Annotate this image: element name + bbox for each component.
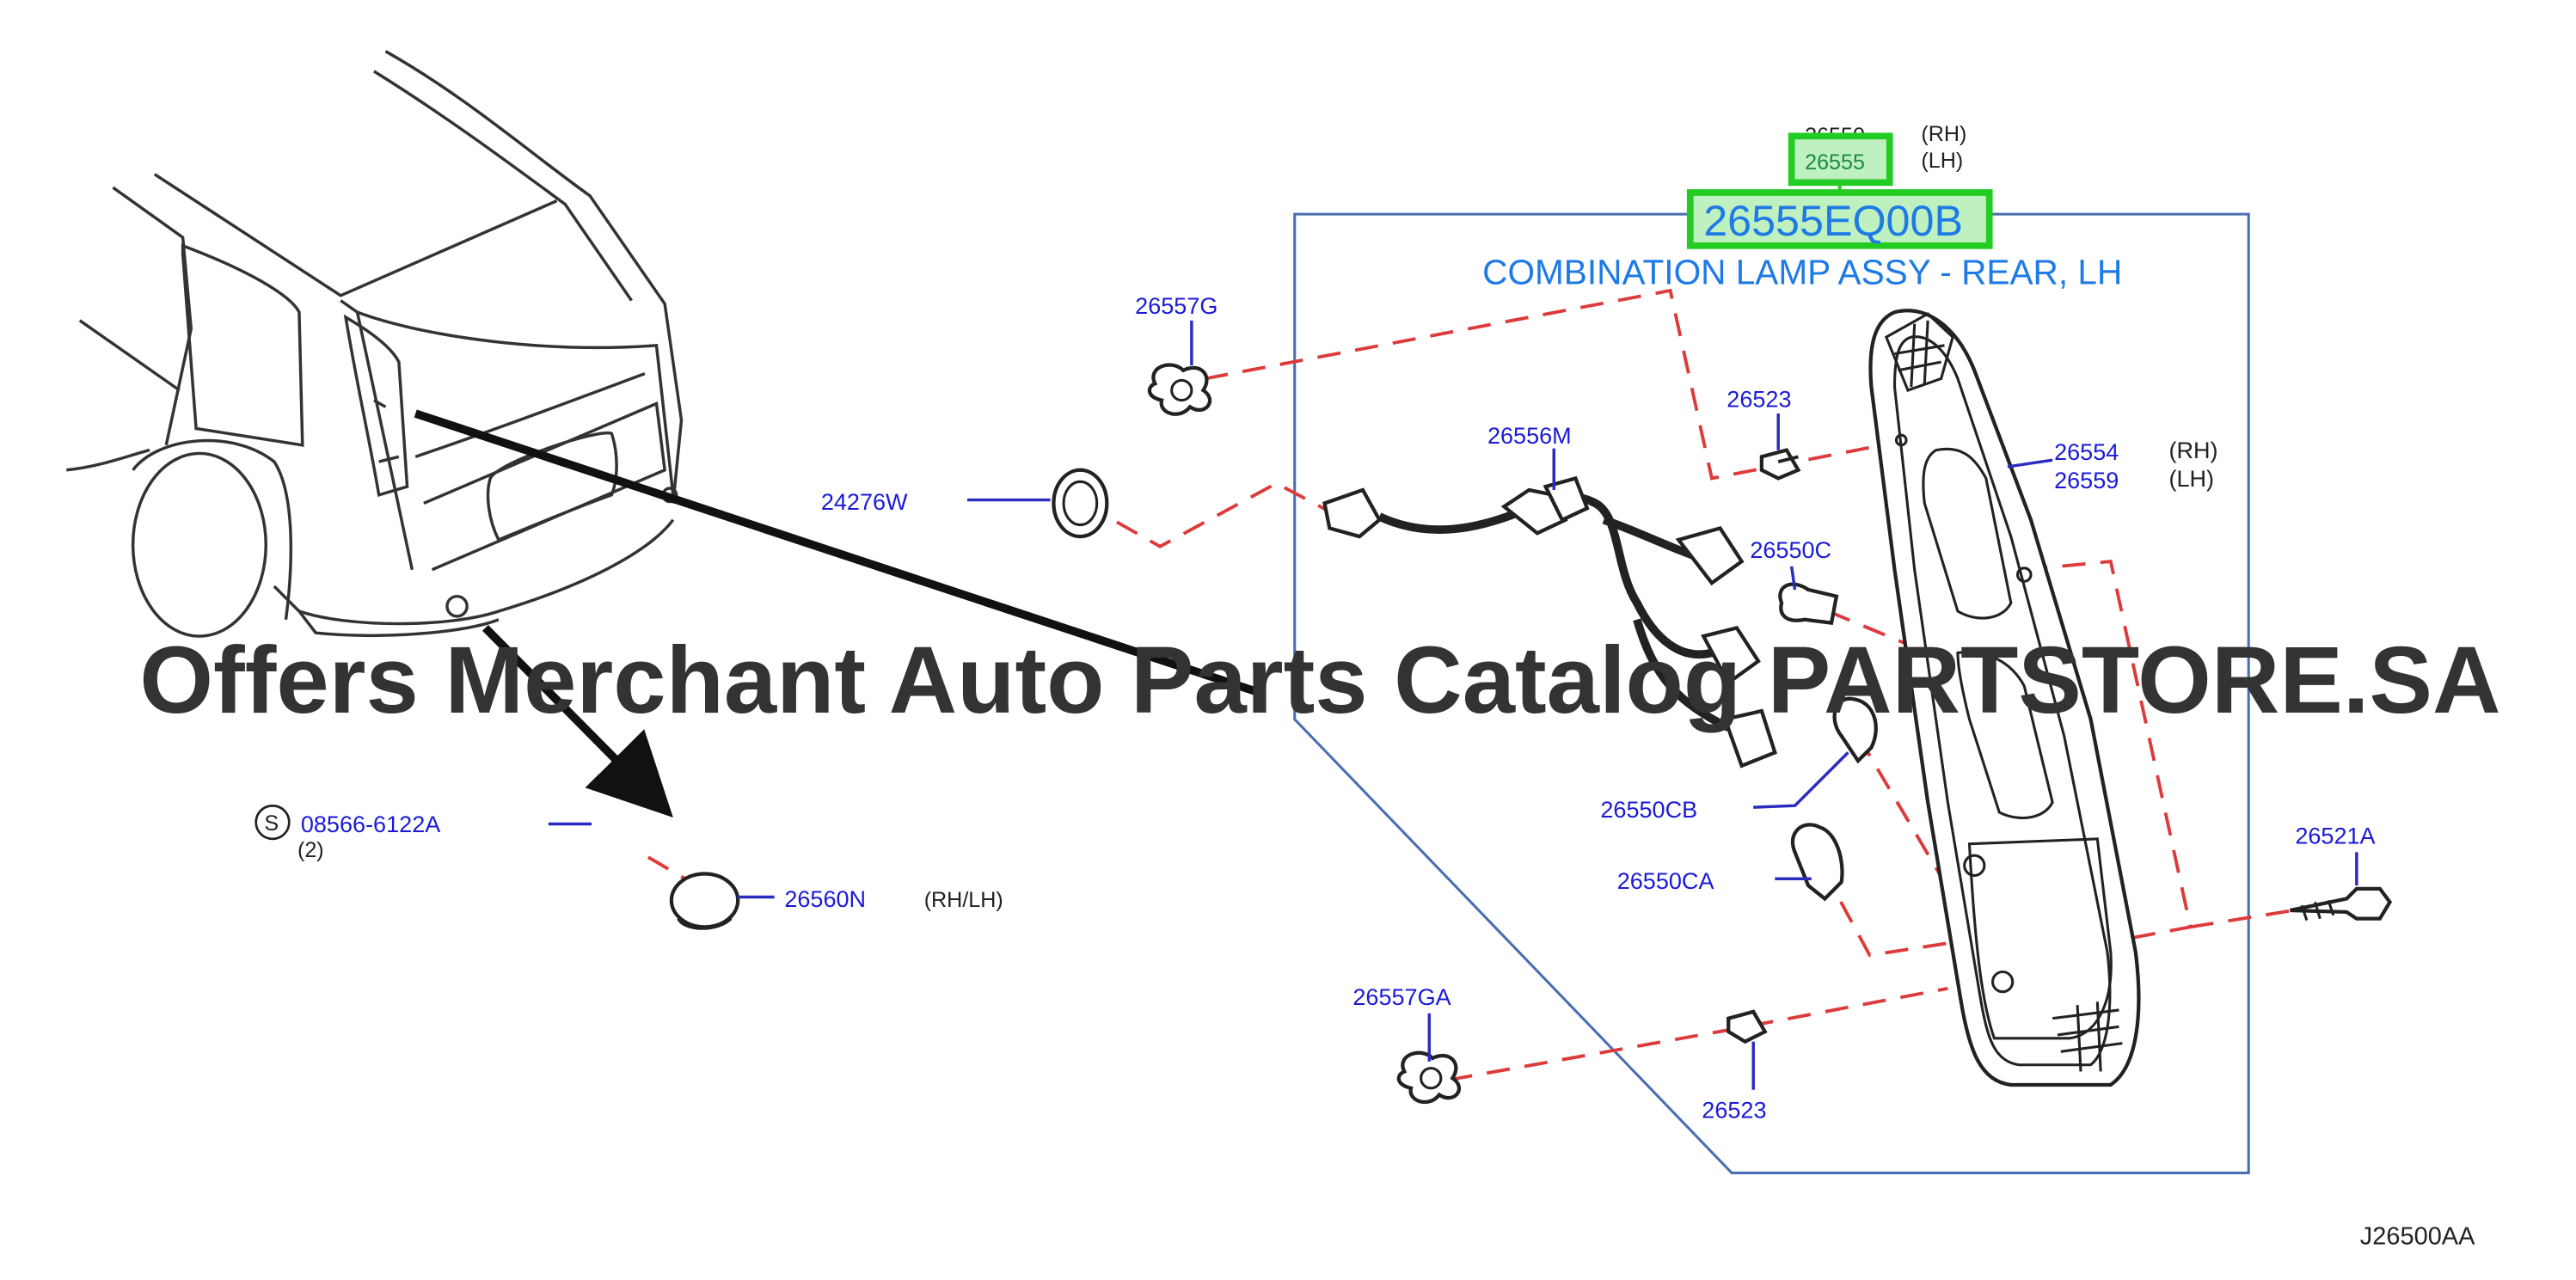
plug-26560N[interactable] — [669, 872, 740, 930]
header-label-rh: (RH) — [1921, 122, 1966, 146]
callout-26559[interactable]: 26559 — [2054, 468, 2119, 493]
bulb-26550CA[interactable] — [1790, 823, 1844, 902]
callout-26550CA[interactable]: 26550CA — [1617, 868, 1714, 894]
callout-26557G[interactable]: 26557G — [1135, 293, 1217, 319]
assembly-boundary-box — [1293, 212, 2250, 1174]
header-part-lh[interactable]: 26555 — [1805, 150, 1865, 175]
wiring-harness[interactable] — [1322, 475, 1777, 769]
callouts: 26557G 24276W 26556M 26523 26554 (RH) 26… — [255, 293, 2376, 1124]
pointer-arrow-lamp — [414, 409, 1261, 697]
callout-26550CB[interactable]: 26550CB — [1600, 797, 1697, 823]
highlight-box-part-number[interactable] — [1686, 189, 1993, 249]
callout-26556M[interactable]: 26556M — [1487, 423, 1572, 449]
callout-26554-rh: (RH) — [2168, 438, 2217, 463]
callout-26523-bottom[interactable]: 26523 — [1702, 1098, 1766, 1124]
callout-26550C[interactable]: 26550C — [1750, 537, 1831, 563]
combination-lamp-housing[interactable] — [1868, 309, 2141, 1087]
callout-26554[interactable]: 26554 — [2054, 439, 2119, 465]
figure-code: J26500AA — [2360, 1223, 2475, 1251]
leader-lines — [548, 320, 2358, 1090]
standard-part-symbol — [255, 804, 291, 841]
header-label-lh: (LH) — [1921, 149, 1963, 173]
screw-26521A[interactable] — [2290, 886, 2393, 922]
vehicle-silhouette — [66, 50, 684, 638]
callout-24276W[interactable]: 24276W — [821, 489, 908, 515]
pointer-arrow-plug — [481, 625, 673, 818]
clip-26557G[interactable] — [1147, 363, 1212, 416]
callout-08566-qty: (2) — [297, 838, 324, 862]
callout-26560N-rhlh: (RH/LH) — [924, 888, 1003, 912]
callout-26521A[interactable]: 26521A — [2295, 824, 2375, 849]
standard-part-symbol-text: S — [264, 811, 279, 836]
selected-part-name: COMBINATION LAMP ASSY - REAR, LH — [1482, 252, 2122, 291]
callout-08566-6122A[interactable]: 08566-6122A — [301, 811, 440, 837]
screw-26523-top[interactable] — [1759, 448, 1801, 481]
callout-26559-lh: (LH) — [2168, 466, 2214, 492]
grommet-24276W[interactable] — [1052, 468, 1109, 539]
screw-26523-bottom[interactable] — [1727, 1009, 1768, 1044]
bulb-26550C[interactable] — [1778, 582, 1839, 625]
callout-26560N[interactable]: 26560N — [784, 886, 866, 912]
selected-part-number[interactable]: 26555EQ00B — [1703, 197, 1963, 245]
callout-26523-top[interactable]: 26523 — [1727, 386, 1791, 412]
watermark: Offers Merchant Auto Parts Catalog PARTS… — [139, 628, 2500, 733]
callout-26557GA[interactable]: 26557GA — [1352, 984, 1451, 1010]
clip-26557GA[interactable] — [1396, 1050, 1462, 1105]
bulb-26550CB[interactable] — [1832, 696, 1878, 764]
